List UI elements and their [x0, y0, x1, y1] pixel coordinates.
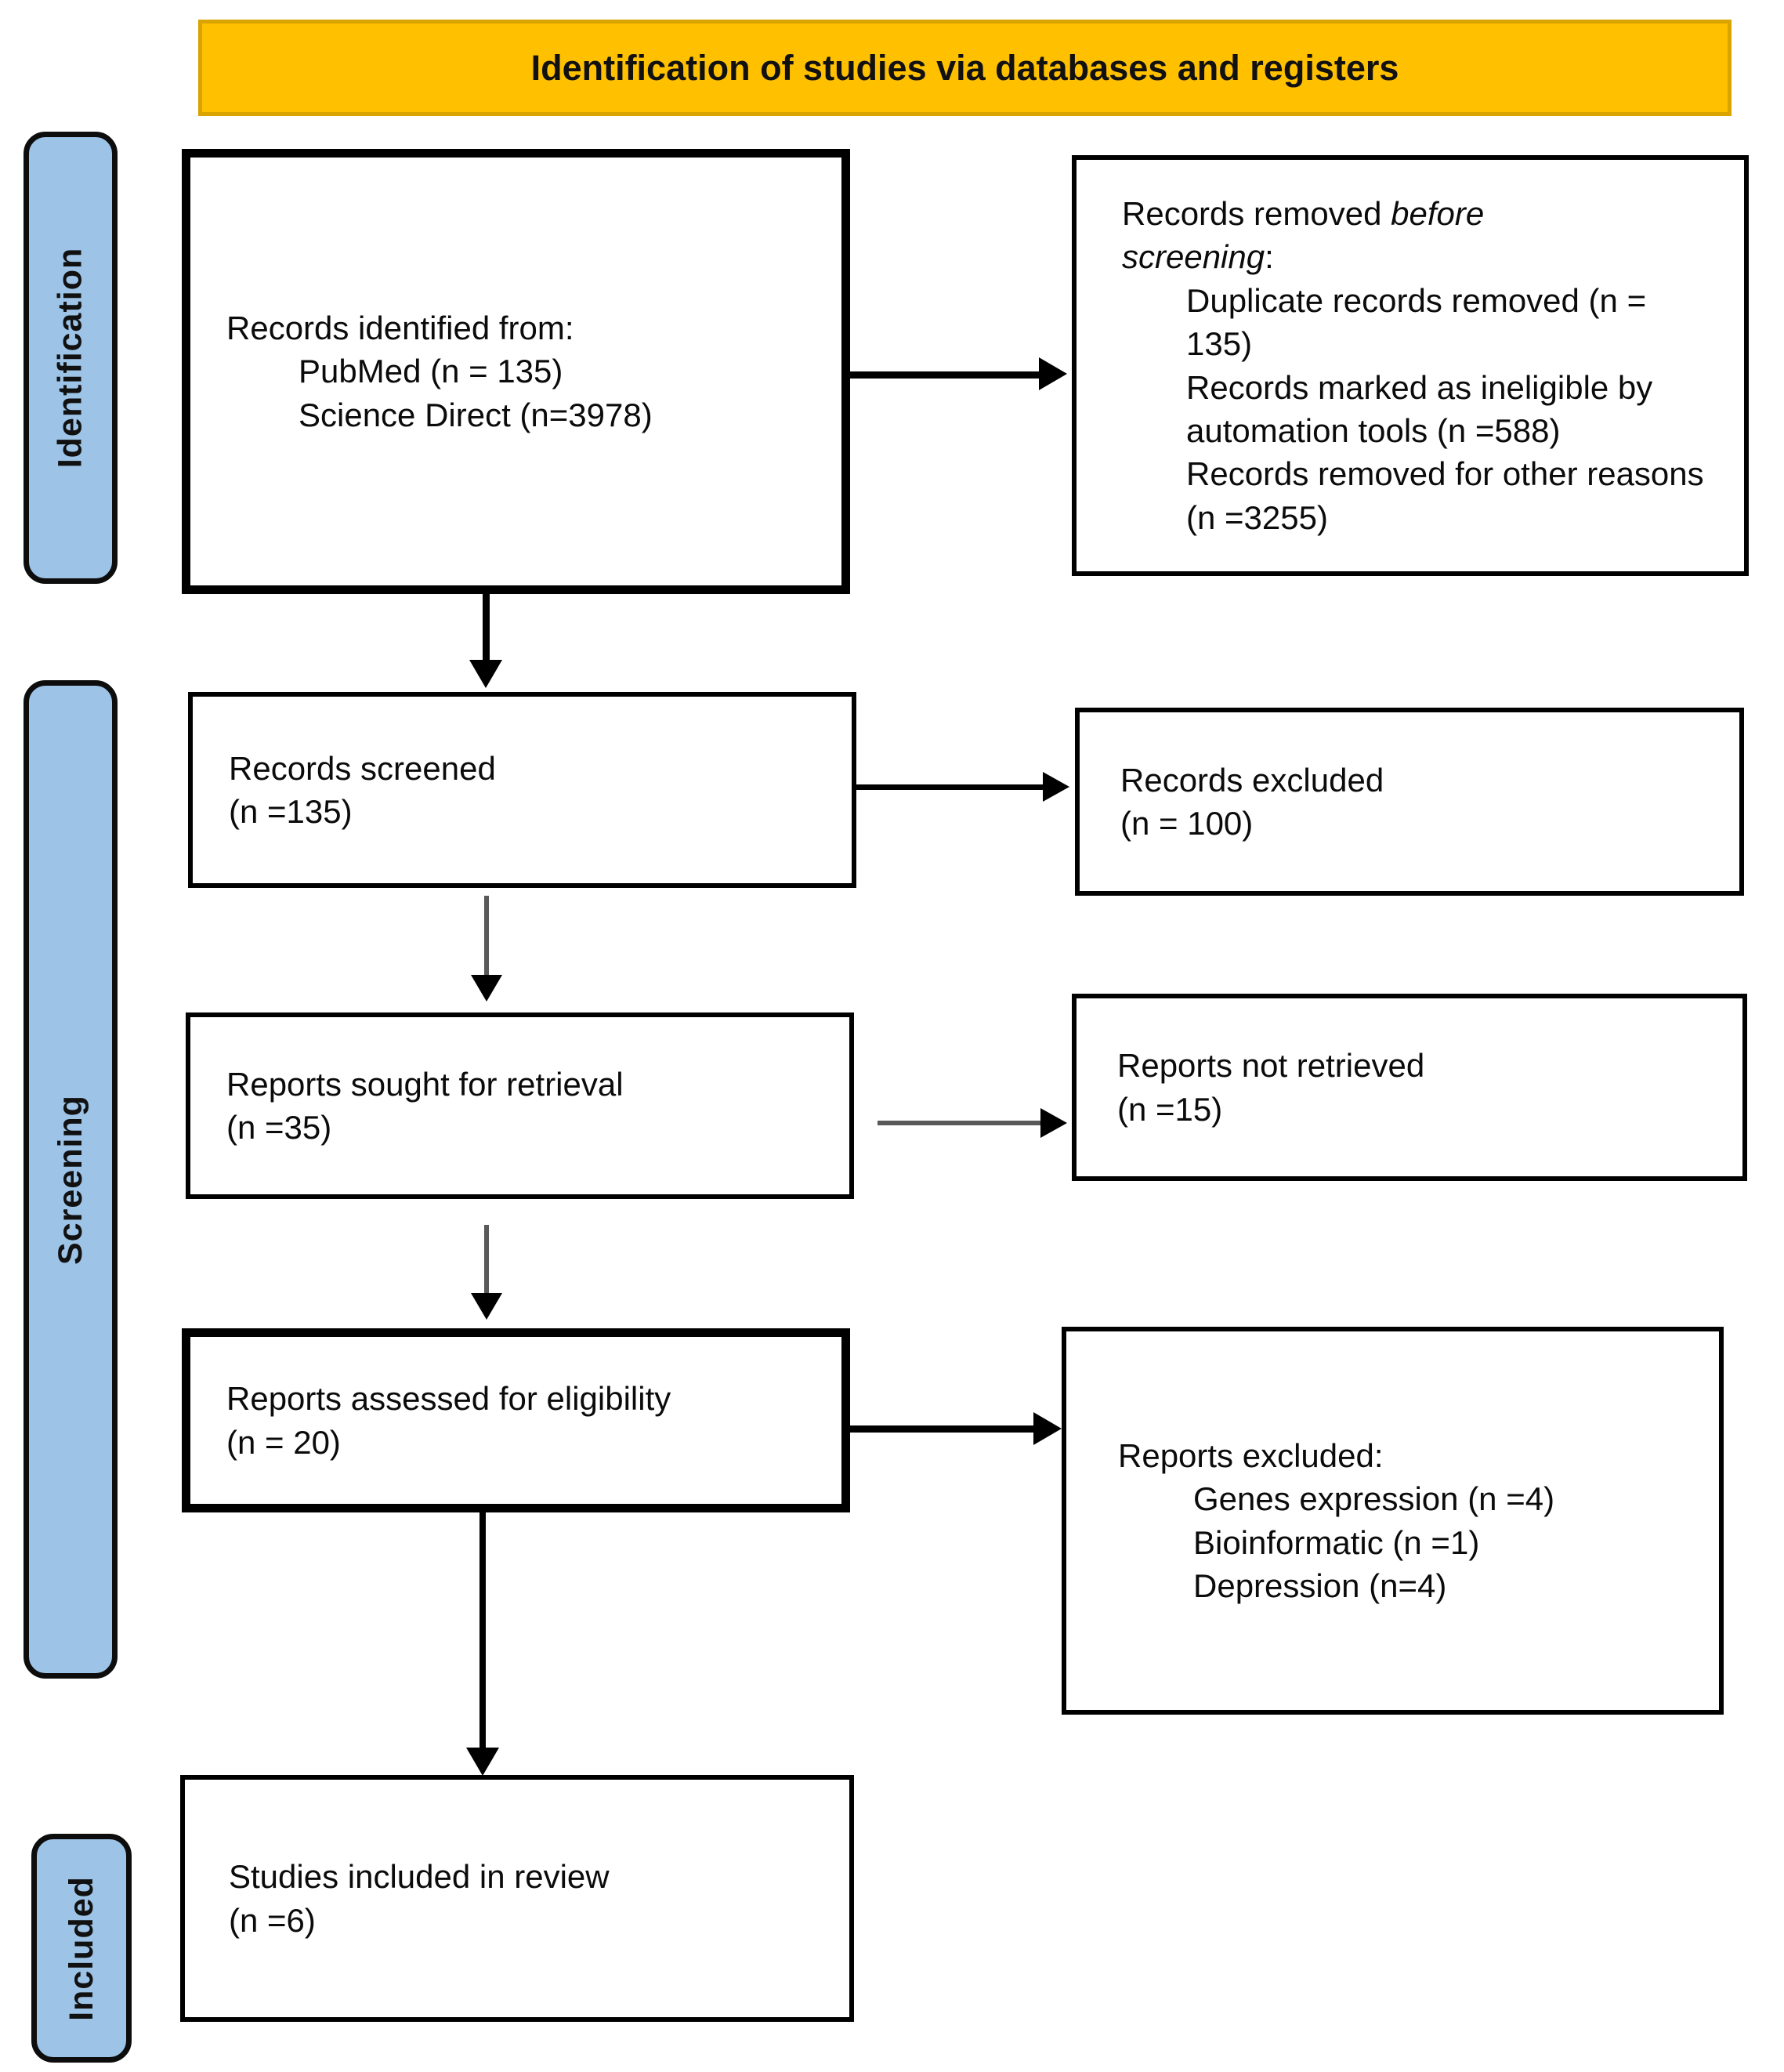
- box-reports-not-retrieved: Reports not retrieved (n =15): [1072, 994, 1747, 1181]
- box-records-excluded: Records excluded (n = 100): [1075, 708, 1744, 896]
- arrow-head: [1040, 1108, 1067, 1138]
- reports-excluded-item: Depression (n=4): [1193, 1567, 1447, 1604]
- reports-excluded-item: Genes expression (n =4): [1193, 1480, 1555, 1518]
- records-excluded-count: (n = 100): [1120, 805, 1254, 842]
- stage-label-screening-text: Screening: [51, 1094, 89, 1265]
- reports-not-retrieved-line1: Reports not retrieved: [1117, 1047, 1425, 1085]
- arrow-head: [469, 660, 502, 688]
- box-records-identified: Records identified from: PubMed (n = 135…: [182, 149, 850, 594]
- records-screened-line1: Records screened: [229, 749, 496, 787]
- box-reports-assessed: Reports assessed for eligibility (n = 20…: [182, 1328, 850, 1512]
- records-screened-count: (n =135): [229, 793, 353, 830]
- records-removed-heading-italic: before screening: [1122, 194, 1485, 276]
- reports-excluded-heading: Reports excluded:: [1118, 1436, 1384, 1474]
- reports-sought-line1: Reports sought for retrieval: [226, 1065, 624, 1103]
- box-reports-excluded: Reports excluded: Genes expression (n =4…: [1062, 1327, 1724, 1715]
- records-removed-item: Records marked as ineligible by automati…: [1186, 368, 1653, 449]
- box-reports-sought: Reports sought for retrieval (n =35): [186, 1012, 854, 1199]
- records-excluded-line1: Records excluded: [1120, 761, 1384, 799]
- records-removed-item: Records removed for other reasons (n =32…: [1186, 455, 1704, 536]
- arrow-head: [1039, 357, 1067, 390]
- arrow-shaft: [484, 896, 489, 979]
- arrow-shaft: [878, 1121, 1042, 1125]
- stage-label-identification: Identification: [24, 132, 118, 584]
- box-records-removed: Records removed before screening: Duplic…: [1072, 155, 1749, 576]
- reports-assessed-count: (n = 20): [226, 1423, 341, 1461]
- records-identified-item: PubMed (n = 135): [299, 353, 563, 390]
- arrow-shaft: [479, 1512, 486, 1750]
- arrow-shaft: [483, 592, 490, 663]
- arrow-head: [471, 975, 502, 1002]
- arrow-shaft: [484, 1225, 489, 1297]
- records-removed-heading-plain: Records removed: [1122, 194, 1391, 232]
- reports-excluded-item: Bioinformatic (n =1): [1193, 1523, 1480, 1561]
- arrow-shaft: [856, 784, 1044, 790]
- stage-label-screening: Screening: [24, 680, 118, 1679]
- studies-included-count: (n =6): [229, 1901, 316, 1939]
- studies-included-line1: Studies included in review: [229, 1858, 610, 1896]
- arrow-shaft: [850, 371, 1042, 379]
- records-removed-heading: Records removed before screening:: [1122, 192, 1561, 279]
- arrow-head: [1033, 1412, 1062, 1445]
- arrow-shaft: [850, 1425, 1037, 1433]
- records-identified-heading: Records identified from:: [226, 309, 574, 346]
- records-removed-heading-colon: :: [1265, 238, 1274, 276]
- banner-title: Identification of studies via databases …: [198, 20, 1732, 116]
- stage-label-identification-text: Identification: [51, 247, 89, 469]
- arrow-head: [466, 1748, 499, 1776]
- stage-label-included: Included: [31, 1834, 132, 2063]
- reports-assessed-line1: Reports assessed for eligibility: [226, 1380, 671, 1418]
- arrow-head: [1043, 772, 1069, 802]
- reports-sought-count: (n =35): [226, 1109, 332, 1146]
- arrow-head: [471, 1293, 502, 1320]
- stage-label-included-text: Included: [62, 1875, 100, 2021]
- records-removed-item: Duplicate records removed (n = 135): [1186, 281, 1647, 363]
- reports-not-retrieved-count: (n =15): [1117, 1090, 1223, 1128]
- box-records-screened: Records screened (n =135): [188, 692, 856, 888]
- records-identified-item: Science Direct (n=3978): [299, 396, 653, 433]
- box-studies-included: Studies included in review (n =6): [180, 1775, 854, 2022]
